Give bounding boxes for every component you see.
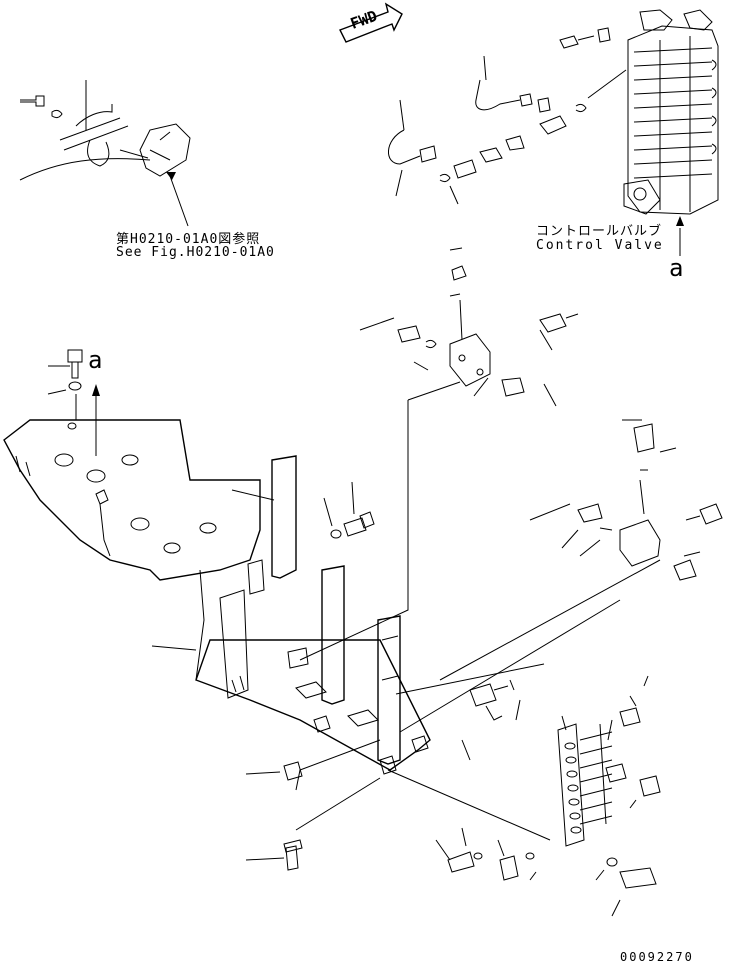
pilot-hose-upper (388, 27, 627, 205)
hose-clamp-assembly (19, 80, 191, 227)
control-valve-label-en: Control Valve (536, 238, 664, 253)
drawing-number: 00092270 (620, 950, 694, 964)
bracket-center (287, 565, 345, 705)
lower-frame (195, 639, 431, 775)
junction-block-right (529, 419, 723, 581)
junction-block-upper (359, 247, 579, 407)
control-valve-label-jp: コントロールバルブ (536, 224, 663, 239)
bolt-stack-plate (67, 349, 83, 420)
bracket-left (219, 455, 297, 699)
support-plate (3, 419, 261, 581)
reference-note-en: See Fig.H0210-01A0 (116, 245, 275, 260)
marker-a-valve: a (669, 254, 684, 282)
marker-a-plate: a (88, 346, 103, 374)
manifold-block (557, 715, 613, 847)
bracket-right (377, 615, 401, 765)
bolt-lower (283, 839, 303, 871)
control-valve-body (623, 9, 719, 256)
fittings-lower-right (435, 675, 661, 917)
reference-note-jp: 第H0210-01A0図参照 (116, 232, 261, 247)
fwd-arrow-icon (339, 2, 403, 43)
leader-lines (47, 365, 661, 861)
bolt-bracket-mid (323, 481, 375, 539)
nut-lower (283, 761, 303, 781)
